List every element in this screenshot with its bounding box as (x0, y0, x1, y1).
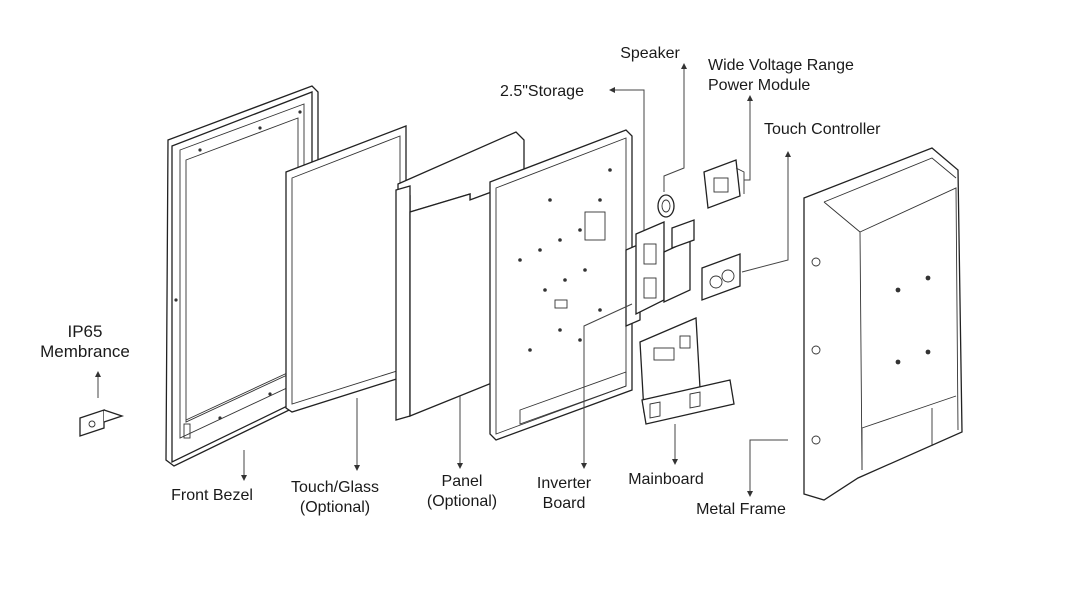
label-power-module-line2: Power Module (708, 77, 811, 94)
label-ip65-line2: Membrance (40, 342, 130, 361)
mainboard-part (639, 317, 735, 425)
label-power-module: Wide Voltage Range Power Module (708, 56, 854, 96)
label-panel-line2: (Optional) (426, 493, 498, 510)
label-storage: 2.5"Storage (500, 83, 584, 100)
label-touch-controller: Touch Controller (764, 121, 881, 138)
back-plate-part (489, 129, 633, 441)
touch-glass-part (285, 125, 407, 413)
label-front-bezel: Front Bezel (171, 487, 253, 504)
ip65-membrane-part (79, 409, 125, 437)
label-touch-glass-line2: (Optional) (299, 499, 371, 516)
label-ip65-membrane: IP65 Membrance (30, 322, 140, 362)
speaker-part (657, 194, 675, 218)
label-metal-frame: Metal Frame (696, 501, 786, 518)
touch-controller-part (701, 253, 741, 301)
label-inverter-line1: Inverter (536, 475, 592, 492)
label-touch-glass: Touch/Glass (Optional) (280, 478, 390, 518)
label-panel: Panel (Optional) (414, 472, 510, 512)
label-panel-line1: Panel (441, 473, 483, 490)
front-bezel-part (165, 85, 319, 467)
label-power-module-line1: Wide Voltage Range (708, 57, 854, 74)
leader-lines (95, 63, 791, 497)
label-speaker: Speaker (620, 45, 680, 62)
label-inverter-line2: Board (542, 495, 586, 512)
label-ip65-line1: IP65 (67, 322, 103, 341)
metal-frame-part (803, 147, 963, 501)
power-module-part (703, 159, 745, 209)
label-mainboard: Mainboard (628, 471, 704, 488)
storage-drive-part (663, 219, 695, 304)
label-inverter-board: Inverter Board (524, 474, 604, 514)
label-touch-glass-line1: Touch/Glass (290, 479, 380, 496)
